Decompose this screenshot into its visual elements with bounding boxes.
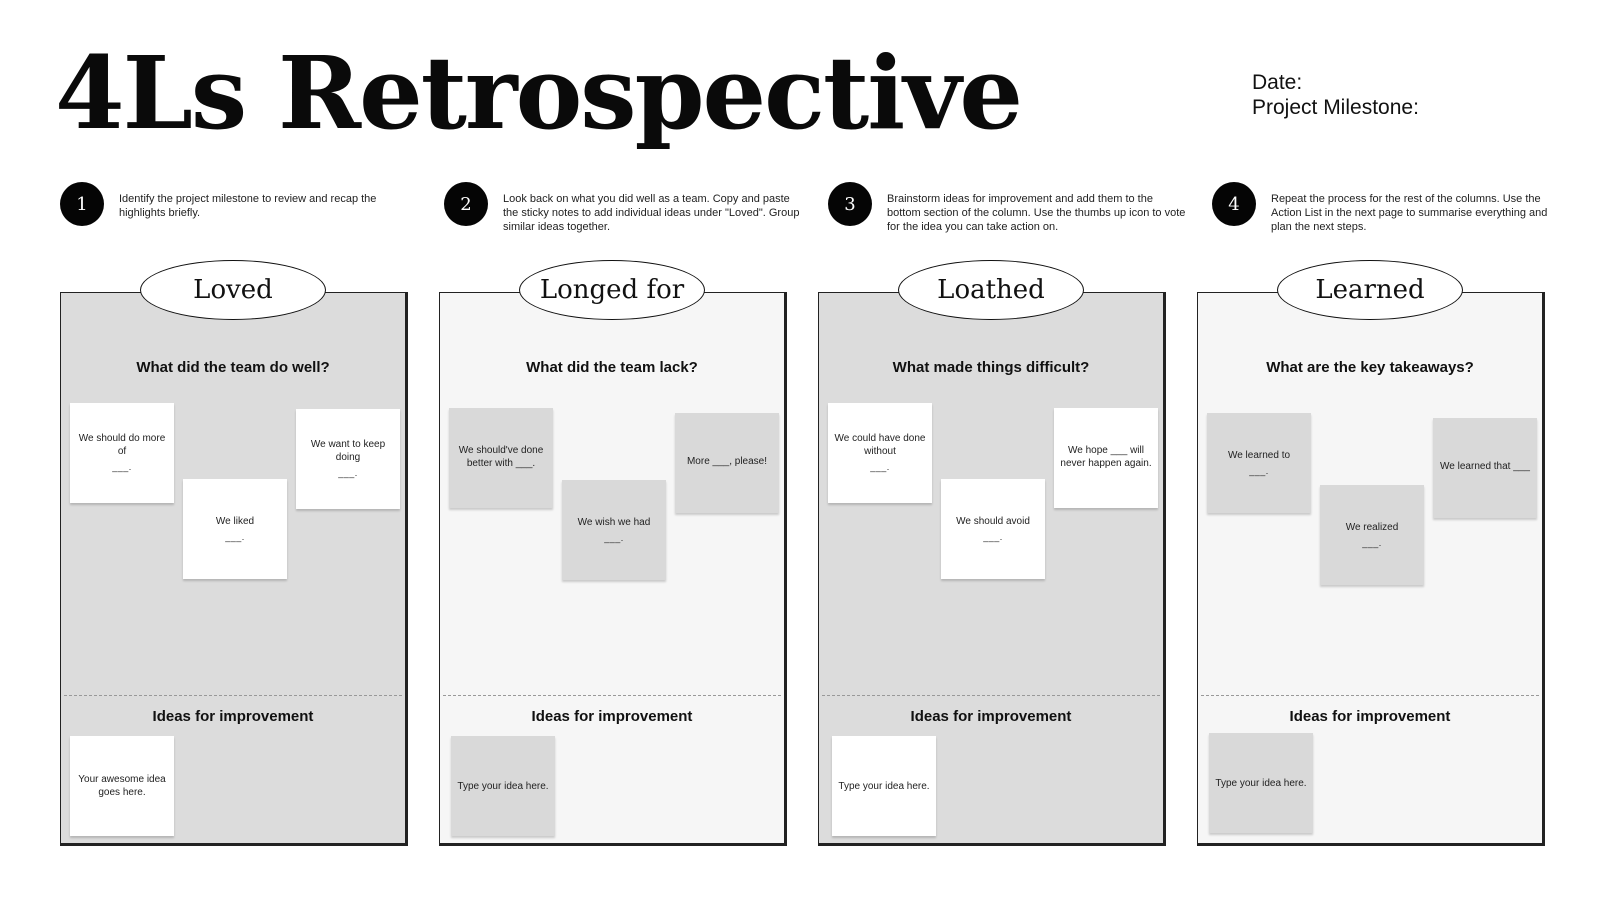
idea-sticky-note[interactable]: Type your idea here. [1209,733,1313,833]
sticky-note-text: More ___, please! [686,456,768,467]
sticky-note-text: We learned to [1227,449,1291,461]
sticky-note-blank: ___. [112,462,132,472]
section-divider [822,695,1160,696]
page-title: 4Ls Retrospective [55,34,1023,152]
sticky-note[interactable]: We wish we had ___. [562,480,666,580]
sticky-note-text: We realized [1345,521,1399,533]
step-3: 3 Brainstorm ideas for improvement and a… [828,182,1193,242]
column-title: Learned [1277,260,1463,320]
sticky-note[interactable]: We realized ___. [1320,485,1424,585]
sticky-note[interactable]: We learned that ___ [1433,418,1537,518]
project-milestone-label: Project Milestone: [1252,96,1419,119]
column-question: What are the key takeaways? [1266,359,1474,376]
step-number-badge: 2 [444,182,488,226]
improvement-heading: Ideas for improvement [152,708,314,725]
section-divider [1201,695,1539,696]
step-number-badge: 3 [828,182,872,226]
sticky-note-text: We want to keep doing [310,439,386,463]
sticky-note[interactable]: We hope ___ will never happen again. [1054,408,1158,508]
sticky-note[interactable]: We should've done better with ___. [449,408,553,508]
sticky-note[interactable]: We should do more of ___. [70,403,174,503]
improvement-heading: Ideas for improvement [531,708,693,725]
idea-sticky-note[interactable]: Type your idea here. [451,736,555,836]
sticky-note-blank: ___. [870,462,890,472]
improvement-heading: Ideas for improvement [1289,708,1451,725]
sticky-note-text: We should avoid [956,515,1030,527]
column-loathed: Loathed What made things difficult? We c… [818,260,1166,846]
meta-info: Date: Project Milestone: [1252,70,1419,120]
sticky-note[interactable]: We want to keep doing ___. [296,409,400,509]
sticky-note-text: We should do more of [78,433,166,457]
sticky-note-blank: ___. [1249,465,1269,476]
step-2: 2 Look back on what you did well as a te… [444,182,809,242]
column-question: What did the team do well? [136,359,330,376]
sticky-note[interactable]: We learned to ___. [1207,413,1311,513]
section-divider [64,695,402,696]
sticky-note-text: We should've done better with ___. [458,444,544,469]
sticky-note-text: We learned that ___ [1440,461,1530,472]
sticky-note[interactable]: We should avoid ___. [941,479,1045,579]
sticky-note-text: We hope ___ will never happen again. [1060,444,1152,469]
sticky-note[interactable]: We could have done without ___. [828,403,932,503]
step-text: Identify the project milestone to review… [119,193,377,219]
sticky-note-text: Type your idea here. [457,780,549,792]
column-question: What made things difficult? [892,359,1090,376]
improvement-heading: Ideas for improvement [910,708,1072,725]
step-number-badge: 4 [1212,182,1256,226]
sticky-note-blank: ___. [338,468,358,478]
column-loved: Loved What did the team do well? We shou… [60,260,408,846]
column-learned: Learned What are the key takeaways? We l… [1197,260,1545,846]
column-title: Loathed [898,260,1084,320]
sticky-note-blank: ___. [983,531,1003,542]
step-4: 4 Repeat the process for the rest of the… [1212,182,1577,242]
sticky-note[interactable]: We liked ___. [183,479,287,579]
section-divider [443,695,781,696]
step-text: Brainstorm ideas for improvement and add… [887,193,1186,233]
sticky-note-text: We liked [215,515,255,527]
sticky-note-blank: ___. [1362,537,1382,548]
step-1: 1 Identify the project milestone to revi… [60,182,425,242]
idea-sticky-note[interactable]: Type your idea here. [832,736,936,836]
column-title: Loved [140,260,326,320]
date-label: Date: [1252,71,1303,94]
sticky-note-blank: ___. [604,532,624,543]
sticky-note[interactable]: More ___, please! [675,413,779,513]
step-text: Repeat the process for the rest of the c… [1271,193,1548,233]
column-question: What did the team lack? [526,359,698,376]
sticky-note-text: We wish we had [577,516,651,528]
sticky-note-text: Type your idea here. [838,780,930,792]
sticky-note-blank: ___. [225,531,245,542]
sticky-note-text: Type your idea here. [1215,777,1307,789]
column-title: Longed for [519,260,705,320]
sticky-note-text: Your awesome idea goes here. [78,774,166,798]
column-longed-for: Longed for What did the team lack? We sh… [439,260,787,846]
idea-sticky-note[interactable]: Your awesome idea goes here. [70,736,174,836]
step-text: Look back on what you did well as a team… [503,193,800,233]
sticky-note-text: We could have done without [834,433,926,457]
step-number-badge: 1 [60,182,104,226]
